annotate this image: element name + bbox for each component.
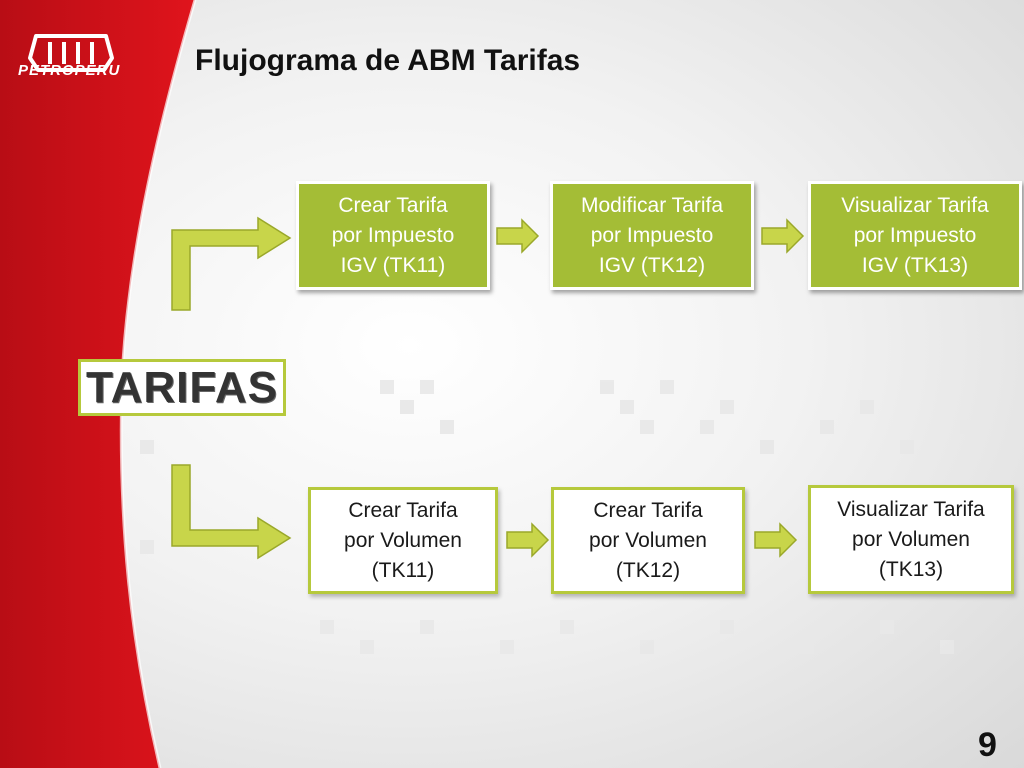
node-label: Crear Tarifa por Volumen (TK12) xyxy=(589,498,707,582)
node-label: Crear Tarifa por Impuesto IGV (TK11) xyxy=(331,193,455,277)
node-label: Modificar Tarifa por Impuesto IGV (TK12) xyxy=(581,193,723,277)
node-modificar-tarifa-impuesto[interactable]: Modificar Tarifa por Impuesto IGV (TK12) xyxy=(550,181,754,290)
root-node-tarifas: TARIFAS xyxy=(78,359,286,416)
node-visualizar-tarifa-impuesto[interactable]: Visualizar Tarifa por Impuesto IGV (TK13… xyxy=(808,181,1022,290)
node-label: Visualizar Tarifa por Volumen (TK13) xyxy=(837,497,985,581)
node-crear-tarifa-volumen-tk11[interactable]: Crear Tarifa por Volumen (TK11) xyxy=(308,487,498,594)
node-label: Visualizar Tarifa por Impuesto IGV (TK13… xyxy=(841,193,989,277)
node-crear-tarifa-volumen-tk12[interactable]: Crear Tarifa por Volumen (TK12) xyxy=(551,487,745,594)
page-title: Flujograma de ABM Tarifas xyxy=(195,44,581,77)
node-label: Crear Tarifa por Volumen (TK11) xyxy=(344,498,462,582)
pixel-pattern xyxy=(60,380,994,654)
petroperu-logo-icon xyxy=(28,34,114,72)
node-crear-tarifa-impuesto[interactable]: Crear Tarifa por Impuesto IGV (TK11) xyxy=(296,181,490,290)
node-visualizar-tarifa-volumen[interactable]: Visualizar Tarifa por Volumen (TK13) xyxy=(808,485,1014,594)
page-number: 9 xyxy=(978,726,997,764)
brand-name: PETROPERU xyxy=(18,62,121,79)
